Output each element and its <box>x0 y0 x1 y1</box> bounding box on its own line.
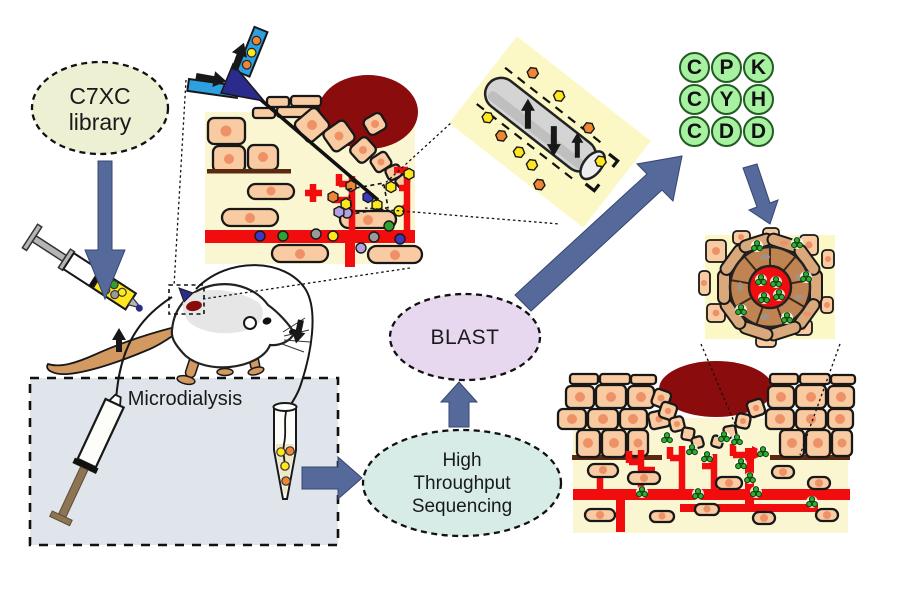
peptide-residue: C <box>679 116 710 147</box>
mouse-tail <box>46 325 179 376</box>
probe-needle <box>245 86 380 202</box>
wound-scab <box>659 361 773 417</box>
library-label-line2: library <box>68 108 132 135</box>
arrow-tube-to-sequencing <box>301 455 363 501</box>
skin-tissue-icon <box>186 25 424 267</box>
blast-label: BLAST <box>430 326 500 349</box>
peptide-residue: D <box>743 116 774 147</box>
microdialysis-label: Microdialysis <box>127 388 243 410</box>
peptide-residue: Y <box>711 84 742 115</box>
sequencing-label: High Throughput Sequencing <box>363 449 561 519</box>
probe-tip-zoom-box <box>347 182 389 215</box>
pump-syringe-icon <box>49 393 126 527</box>
wound-tissue-icon <box>556 361 857 533</box>
arrow-sequencing-to-blast <box>439 381 479 428</box>
mouse-wound <box>186 300 202 312</box>
mouse-icon <box>46 264 314 411</box>
library-label: C7XC library <box>32 83 168 136</box>
arrow-peptides-to-vessel <box>742 163 779 225</box>
peptide-residue: H <box>743 84 774 115</box>
peptide-residue: P <box>711 52 742 83</box>
zoom-connector-lines <box>173 79 841 456</box>
vessel-cross-section-icon <box>698 227 835 348</box>
library-node <box>30 60 170 156</box>
peptide-residue: C <box>679 52 710 83</box>
library-label-line1: C7XC <box>69 83 131 109</box>
peptide-sequences: C P K C Y H C D D <box>679 52 774 147</box>
arrow-blast-to-peptides <box>514 155 683 312</box>
peptide-residue: K <box>743 52 774 83</box>
mouse-eye <box>262 317 272 325</box>
library-syringe-icon <box>21 223 143 312</box>
vessel-lumen <box>747 264 793 310</box>
implanted-probe <box>178 287 194 303</box>
sequencing-label-line3: Sequencing <box>411 496 513 518</box>
outflow-tubing <box>195 264 314 411</box>
collection-tube-icon <box>272 402 298 500</box>
arrow-library-to-mouse <box>84 160 126 301</box>
probe-membrane-icon <box>449 36 651 228</box>
outflow-arrow-icon <box>231 42 247 72</box>
microdialysis-probe-icon <box>186 25 269 103</box>
mouse-ear <box>243 316 257 330</box>
peptide-trefoil-icon <box>660 431 674 445</box>
sequencing-node <box>361 428 563 538</box>
sequencing-label-line2: Throughput <box>413 473 511 495</box>
inflow-arrow-icon <box>195 71 227 88</box>
peptide-residue: D <box>711 116 742 147</box>
probe-site-zoom-box <box>168 284 205 315</box>
sequencing-label-line1: High <box>442 450 482 471</box>
inflow-tubing <box>115 296 173 401</box>
blast-node <box>388 292 542 382</box>
peptide-residue: C <box>679 84 710 115</box>
flow-arrows <box>84 155 779 501</box>
